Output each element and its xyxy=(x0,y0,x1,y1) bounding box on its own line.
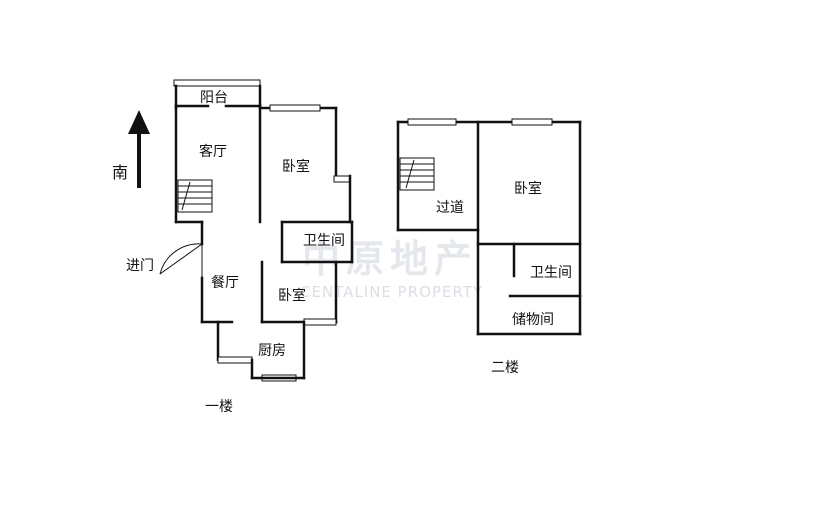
room-label-kitchen: 厨房 xyxy=(258,343,286,359)
room-label-bathroom-2: 卫生间 xyxy=(530,265,572,281)
floor1-label: 一楼 xyxy=(205,399,233,415)
watermark: 中原地产 CENTALINE PROPERTY xyxy=(300,237,483,301)
south-label: 南 xyxy=(112,163,128,182)
stair-icon xyxy=(177,179,213,213)
room-label-balcony: 阳台 xyxy=(200,90,228,106)
room-label-living-room: 客厅 xyxy=(199,143,227,160)
room-label-corridor: 过道 xyxy=(436,200,464,216)
south-arrow-icon xyxy=(128,110,150,188)
watermark-en: CENTALINE PROPERTY xyxy=(300,283,483,301)
room-label-storage: 储物间 xyxy=(512,312,554,328)
floor2-plan xyxy=(396,118,582,336)
floor1-plan xyxy=(159,79,354,382)
watermark-cn: 中原地产 xyxy=(302,237,478,281)
room-label-bedroom-3: 卧室 xyxy=(514,180,542,197)
floor2-label: 二楼 xyxy=(491,360,519,376)
room-label-bathroom-1: 卫生间 xyxy=(303,233,345,249)
stair-icon xyxy=(399,157,435,191)
room-label-entrance: 进门 xyxy=(126,258,154,274)
room-label-bedroom-1: 卧室 xyxy=(282,158,310,175)
room-label-bedroom-2: 卧室 xyxy=(278,287,306,304)
room-label-dining-room: 餐厅 xyxy=(211,275,239,291)
